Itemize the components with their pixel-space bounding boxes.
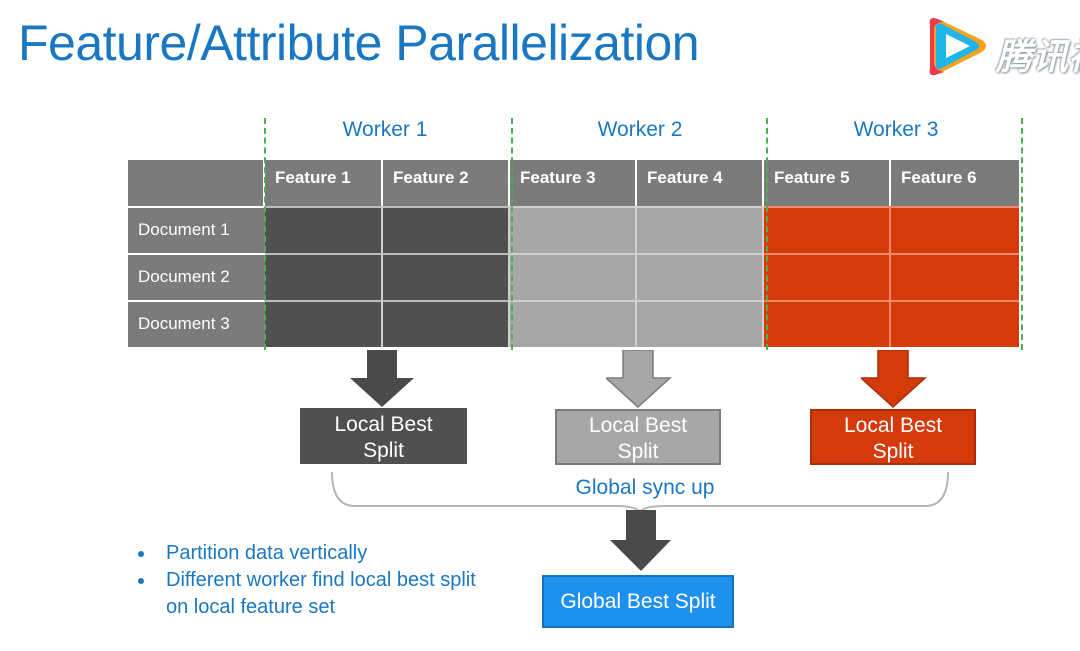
box-line-2: Split xyxy=(617,440,659,463)
global-best-split: Global Best Split xyxy=(542,575,734,628)
tencent-video-play-icon xyxy=(929,18,986,76)
worker-1-label: Worker 1 xyxy=(342,118,428,141)
data-cell xyxy=(637,206,764,253)
data-cell xyxy=(383,300,510,347)
box-line-2: Split xyxy=(872,440,914,463)
down-arrow-icon xyxy=(350,350,414,407)
global-sync-label: Global sync up xyxy=(540,476,750,500)
row-label: Document 3 xyxy=(128,300,265,347)
feature-table: Feature 1 Feature 2 Feature 3 Feature 4 … xyxy=(128,160,1019,347)
bullet-text: Different worker find local best split xyxy=(166,569,476,591)
worker-divider xyxy=(766,118,768,350)
data-cell xyxy=(510,253,637,300)
data-cell xyxy=(383,253,510,300)
local-best-split-worker-3: Local Best Split xyxy=(810,409,976,465)
box-line-1: Local Best xyxy=(588,414,688,437)
data-cell xyxy=(891,300,1019,347)
column-header: Feature 1 xyxy=(265,160,383,206)
table-corner xyxy=(128,160,265,206)
data-cell xyxy=(510,206,637,253)
bullet-text-continued: on local feature set xyxy=(166,596,335,618)
bullet-dot-icon xyxy=(138,578,144,584)
column-header: Feature 2 xyxy=(383,160,510,206)
worker-divider xyxy=(264,118,266,350)
column-header: Feature 4 xyxy=(637,160,764,206)
column-header: Feature 6 xyxy=(891,160,1019,206)
bullet-list: Partition data vertically Different work… xyxy=(136,540,476,621)
column-header: Feature 3 xyxy=(510,160,637,206)
box-line-1: Local Best xyxy=(843,414,943,437)
data-cell xyxy=(265,253,383,300)
down-arrow-icon xyxy=(610,510,671,571)
data-cell xyxy=(383,206,510,253)
data-cell xyxy=(265,300,383,347)
box-line-1: Local Best xyxy=(334,413,433,436)
row-label: Document 2 xyxy=(128,253,265,300)
data-cell xyxy=(891,253,1019,300)
data-cell xyxy=(637,253,764,300)
data-cell xyxy=(764,206,891,253)
bullet-text: Partition data vertically xyxy=(166,542,368,564)
worker-divider xyxy=(511,118,513,350)
bullet-dot-icon xyxy=(138,551,144,557)
local-best-split-worker-2: Local Best Split xyxy=(555,409,721,465)
bullet-item: Different worker find local best split o… xyxy=(136,567,476,621)
data-cell xyxy=(891,206,1019,253)
worker-2-label: Worker 2 xyxy=(597,118,683,141)
bullet-item: Partition data vertically xyxy=(136,540,476,567)
down-arrow-icon xyxy=(606,350,672,408)
data-cell xyxy=(637,300,764,347)
local-best-split-worker-1: Local Best Split xyxy=(300,408,467,464)
worker-divider xyxy=(1021,118,1023,350)
down-arrow-icon xyxy=(861,350,927,408)
data-cell xyxy=(265,206,383,253)
logo-text: 腾讯视 xyxy=(996,36,1080,77)
box-line-2: Split xyxy=(363,439,404,462)
worker-3-label: Worker 3 xyxy=(853,118,939,141)
data-cell xyxy=(764,300,891,347)
row-label: Document 1 xyxy=(128,206,265,253)
column-header: Feature 5 xyxy=(764,160,891,206)
data-cell xyxy=(764,253,891,300)
slide-title: Feature/Attribute Parallelization xyxy=(18,15,700,71)
data-cell xyxy=(510,300,637,347)
